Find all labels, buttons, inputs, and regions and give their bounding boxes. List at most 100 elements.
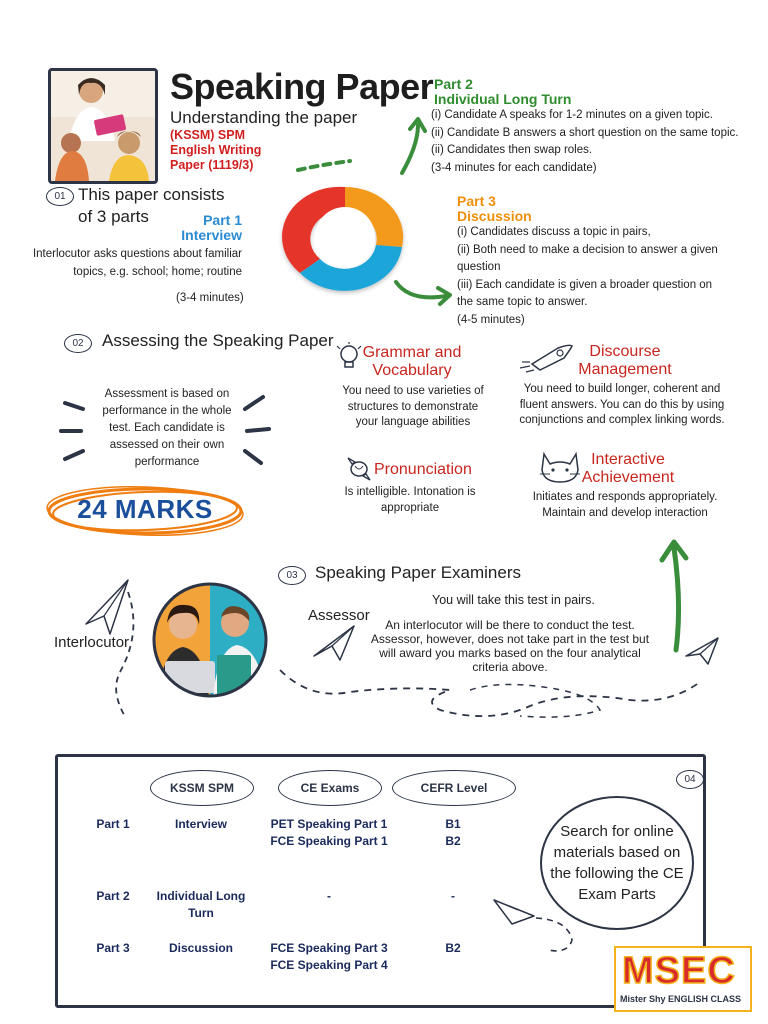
row1-ce-line-2: FCE Speaking Part 1 (270, 834, 388, 848)
section1-title-line-1: This paper consists (78, 185, 225, 204)
row3-cefr-line-1: B2 (445, 941, 461, 955)
examiners-photo (152, 582, 268, 698)
interactive-body-line-2: Maintain and develop interaction (542, 506, 708, 519)
paper-plane-table-icon (493, 899, 573, 952)
criterion-pronunciation-title: Pronunciation (374, 461, 472, 478)
part3-name: Discussion (457, 208, 532, 224)
section1-title: This paper consists of 3 parts (78, 184, 224, 228)
section-badge-04: 04 (676, 770, 704, 789)
row1-cefr-line-2: B2 (445, 834, 461, 848)
part1-name: Interview (181, 227, 242, 243)
table-row-3-ce: FCE Speaking Part 3 FCE Speaking Part 4 (258, 940, 400, 974)
table-row-2-cefr: - (412, 888, 494, 905)
page-title: Speaking Paper (170, 66, 434, 107)
examiner-desc-line-1: An interlocutor will be there to conduct… (385, 618, 635, 632)
row1-ce-line-1: PET Speaking Part 1 (270, 817, 388, 831)
search-online-note: Search for online materials based on the… (540, 796, 694, 930)
criterion-interactive-title: Interactive Achievement (578, 451, 678, 487)
row3-ce-line-1: FCE Speaking Part 3 (270, 941, 388, 955)
examiner-desc-line-4: criteria above. (472, 660, 548, 674)
part2-line-3: (ii) Candidates then swap roles. (431, 144, 593, 156)
header-photo (48, 68, 158, 184)
search-line-2: materials based on (553, 844, 681, 861)
table-row-3-kssm: Discussion (150, 940, 252, 957)
arrow-to-part3 (394, 280, 452, 306)
part3-label: Part 3 (457, 193, 496, 209)
table-header-ce: CE Exams (278, 770, 382, 806)
table-header-cefr: CEFR Level (392, 770, 516, 806)
criterion-interactive-body: Initiates and responds appropriately. Ma… (520, 490, 730, 521)
part1-line-2: topics, e.g. school; home; routine (73, 265, 242, 278)
criterion-pronunciation-body: Is intelligible. Intonation is appropria… (330, 485, 490, 516)
row3-kssm-line-1: Discussion (168, 941, 234, 955)
kssm-line-2: English Writing (170, 143, 262, 157)
section-badge-02: 02 (64, 334, 92, 353)
msec-logo: MSEC Mister Shy ENGLISH CLASS (614, 946, 752, 1012)
row1-kssm-line-1: Interview (174, 817, 228, 831)
logo-tagline: Mister Shy ENGLISH CLASS (620, 994, 742, 1004)
part1-description: Interlocutor asks questions about famili… (20, 246, 242, 281)
table-row-3-part: Part 3 (96, 941, 130, 955)
table-row-1-part: Part 1 (96, 817, 130, 831)
rocket-icon (519, 344, 573, 373)
discourse-title-line-2: Management (578, 361, 672, 378)
part3-line-5: the same topic to answer. (457, 296, 588, 308)
search-line-1: Search for online (560, 823, 674, 840)
part2-label: Part 2 (434, 76, 473, 92)
examiner-description: An interlocutor will be there to conduct… (360, 618, 660, 674)
page-subtitle: Understanding the paper (170, 108, 358, 127)
pronunciation-body-line-1: Is intelligible. Intonation is (344, 486, 476, 498)
table-row-1-cefr: B1 B2 (412, 816, 494, 850)
emphasis-strokes (59, 395, 271, 465)
table-row-2-kssm: Individual Long Turn (150, 888, 252, 922)
part2-heading: Part 2 Individual Long Turn (434, 77, 571, 107)
assessment-line-5: performance (134, 456, 200, 468)
row2-ce-line-1: - (327, 889, 331, 903)
pronunciation-body-line-2: appropriate (380, 501, 440, 514)
part3-line-4: (iii) Each candidate is given a broader … (457, 278, 713, 291)
kssm-line-3: Paper (1119/3) (170, 158, 254, 172)
part1-duration: (3-4 minutes) (176, 292, 244, 304)
part2-name: Individual Long Turn (434, 91, 572, 107)
table-header-kssm: KSSM SPM (150, 770, 254, 806)
search-line-3: the following the CE (550, 865, 684, 882)
assessor-label: Assessor (308, 607, 370, 624)
lightbulb-icon (336, 342, 362, 368)
kssm-line-1: (KSSM) SPM (170, 128, 245, 142)
exam-comparison-box (55, 754, 706, 1008)
assessment-description: Assessment is based on performance in th… (92, 386, 242, 471)
discourse-body-line-2: fluent answers. You can do this by using (519, 398, 725, 411)
part2-description: (i) Candidate A speaks for 1-2 minutes o… (431, 107, 751, 177)
row3-ce-line-2: FCE Speaking Part 4 (270, 958, 388, 972)
paper-plane-assessor-icon (313, 625, 355, 661)
section-badge-01: 01 (46, 187, 74, 206)
part2-line-4: (3-4 minutes for each candidate) (431, 161, 597, 174)
total-marks: 24 MARKS (77, 494, 213, 524)
examiner-desc-line-3: will award you marks based on the four a… (379, 646, 641, 660)
examiner-desc-line-2: Assessor, however, does not take part in… (370, 632, 650, 646)
section-badge-03: 03 (278, 566, 306, 585)
discourse-body-line-3: conjunctions and complex linking words. (519, 414, 725, 426)
arrow-to-part2 (296, 117, 427, 175)
part2-line-2: (ii) Candidate B answers a short questio… (431, 126, 739, 139)
parts-ring-graphic (282, 186, 404, 291)
part3-line-1: (i) Candidates discuss a topic in pairs, (457, 226, 651, 238)
interlocutor-label: Interlocutor (54, 634, 130, 651)
table-row-3-cefr: B2 (412, 940, 494, 957)
section3-title: Speaking Paper Examiners (315, 563, 522, 582)
paper-plane-left-icon (85, 579, 135, 719)
part1-heading: Part 1 Interview (180, 213, 242, 243)
grammar-body-line-3: your language abilities (355, 416, 471, 428)
cat-icon (540, 451, 580, 483)
part1-label: Part 1 (203, 212, 242, 228)
assessment-line-4: assessed on their own (109, 439, 225, 451)
marks-ring (46, 486, 244, 536)
criterion-discourse-body: You need to build longer, coherent and f… (508, 382, 736, 429)
grammar-body-line-2: structures to demonstrate (347, 400, 479, 413)
row2-cefr-line-1: - (451, 889, 455, 903)
table-row-2-part: Part 2 (96, 889, 130, 903)
table-row-1-kssm: Interview (150, 816, 252, 833)
part3-line-3: question (457, 261, 501, 273)
section2-title: Assessing the Speaking Paper (102, 331, 334, 350)
row2-kssm-line-2: Turn (188, 906, 214, 920)
